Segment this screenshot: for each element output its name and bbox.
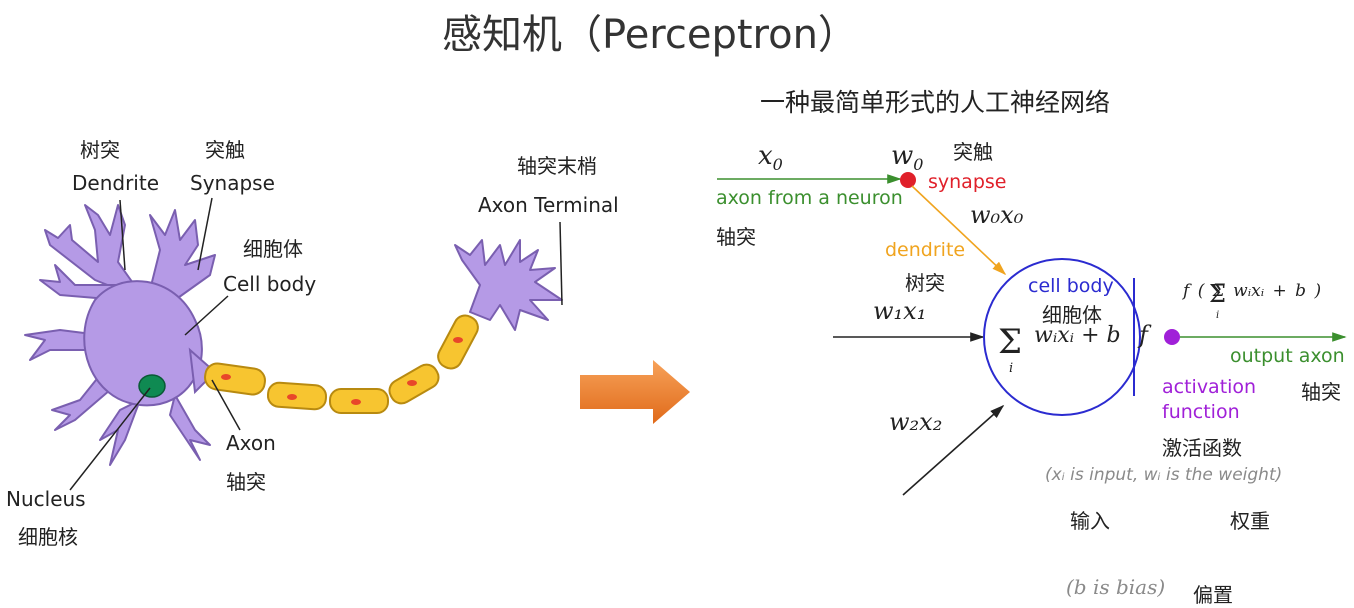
input-weight-note: (xᵢ is input, wᵢ is the weight)	[1045, 465, 1282, 485]
activation-f-label: f	[1139, 321, 1148, 349]
axon-cn-label-left: 轴突	[716, 221, 756, 250]
w1x1-label: w₁x₁	[873, 297, 926, 325]
x0-label: x0	[758, 141, 783, 174]
synapse-en-label-right: synapse	[928, 171, 1006, 193]
axon-from-label: axon from a neuron	[716, 187, 903, 209]
cellbody-en-label-right: cell body	[1028, 275, 1114, 297]
bias-cn-label: 偏置	[1193, 579, 1233, 608]
synapse-dot	[900, 172, 916, 188]
w0x0-label: w₀x₀	[970, 201, 1023, 229]
sum-index: i	[1009, 361, 1013, 376]
activation-cn-label: 激活函数	[1162, 432, 1242, 461]
input-cn-label: 输入	[1070, 505, 1110, 534]
activation-dot	[1164, 329, 1180, 345]
output-axon-cn-label: 轴突	[1301, 376, 1341, 405]
w2x2-label: w₂x₂	[889, 408, 942, 436]
dendrite-cn-label-right: 树突	[905, 267, 945, 296]
output-sum-index: i	[1216, 310, 1219, 321]
w0-label: w0	[891, 141, 923, 174]
dendrite-en-label-right: dendrite	[885, 239, 965, 261]
synapse-cn-label-right: 突触	[953, 136, 993, 165]
activation-en-label-2: function	[1162, 401, 1240, 423]
output-formula: f ( Σ wᵢxᵢ + b )	[1183, 281, 1321, 301]
weight-cn-label: 权重	[1230, 505, 1270, 534]
sum-sigma-icon: Σ	[998, 322, 1022, 362]
sum-formula: wᵢxᵢ + b	[1034, 323, 1121, 348]
output-axon-label: output axon	[1230, 345, 1345, 367]
bias-note: (b is bias)	[1066, 575, 1165, 599]
activation-en-label-1: activation	[1162, 376, 1256, 398]
